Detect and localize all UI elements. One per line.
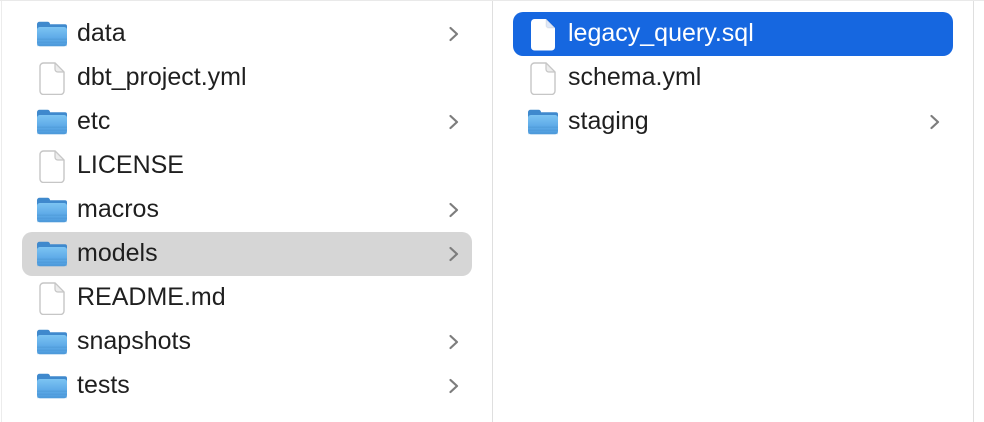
chevron-right-icon xyxy=(449,202,459,218)
folder-icon xyxy=(37,373,67,399)
file-name-label: staging xyxy=(568,108,649,135)
file-row-tests[interactable]: tests xyxy=(22,364,472,408)
file-row-staging[interactable]: staging xyxy=(513,100,953,144)
chevron-wrap xyxy=(447,111,460,133)
folder-icon xyxy=(37,109,67,135)
file-icon-slot xyxy=(36,149,68,183)
file-name-label: snapshots xyxy=(77,328,191,355)
file-row-dbt-project-yml[interactable]: dbt_project.yml xyxy=(22,56,472,100)
file-row-legacy-query-sql[interactable]: legacy_query.sql xyxy=(513,12,953,56)
file-icon-slot xyxy=(36,329,68,355)
file-icon-slot xyxy=(527,61,559,95)
chevron-wrap xyxy=(928,23,941,45)
chevron-right-icon xyxy=(449,246,459,262)
file-row-etc[interactable]: etc xyxy=(22,100,472,144)
file-row-data[interactable]: data xyxy=(22,12,472,56)
file-icon-slot xyxy=(36,197,68,223)
document-icon xyxy=(39,281,65,315)
chevron-right-icon xyxy=(449,378,459,394)
column-divider[interactable] xyxy=(973,1,974,422)
chevron-wrap xyxy=(447,375,460,397)
file-icon-slot xyxy=(527,17,559,51)
file-row-models[interactable]: models xyxy=(22,232,472,276)
chevron-wrap xyxy=(447,287,460,309)
finder-column-left: data xyxy=(2,1,492,422)
file-icon-slot xyxy=(36,373,68,399)
document-icon xyxy=(530,61,556,95)
chevron-wrap xyxy=(447,199,460,221)
folder-icon xyxy=(37,21,67,47)
chevron-wrap xyxy=(928,67,941,89)
chevron-right-icon xyxy=(449,114,459,130)
file-name-label: etc xyxy=(77,108,111,135)
chevron-wrap xyxy=(447,331,460,353)
file-name-label: dbt_project.yml xyxy=(77,64,247,91)
folder-icon xyxy=(37,197,67,223)
file-row-macros[interactable]: macros xyxy=(22,188,472,232)
file-icon-slot xyxy=(36,109,68,135)
document-icon xyxy=(39,149,65,183)
chevron-wrap xyxy=(447,23,460,45)
finder-column-right: legacy_query.sql xyxy=(493,1,973,422)
file-name-label: models xyxy=(77,240,158,267)
chevron-right-icon xyxy=(449,334,459,350)
left-edge-hairline xyxy=(1,1,2,422)
file-icon-slot xyxy=(527,109,559,135)
file-row-license[interactable]: LICENSE xyxy=(22,144,472,188)
file-icon-slot xyxy=(36,241,68,267)
file-row-schema-yml[interactable]: schema.yml xyxy=(513,56,953,100)
file-name-label: data xyxy=(77,20,126,47)
document-icon xyxy=(39,61,65,95)
chevron-right-icon xyxy=(930,114,940,130)
file-row-readme-md[interactable]: README.md xyxy=(22,276,472,320)
folder-icon xyxy=(528,109,558,135)
column-divider[interactable] xyxy=(492,1,493,422)
folder-icon xyxy=(37,329,67,355)
file-row-snapshots[interactable]: snapshots xyxy=(22,320,472,364)
chevron-right-icon xyxy=(449,26,459,42)
file-name-label: tests xyxy=(77,372,130,399)
file-name-label: legacy_query.sql xyxy=(568,20,754,47)
folder-icon xyxy=(37,241,67,267)
file-icon-slot xyxy=(36,21,68,47)
file-name-label: README.md xyxy=(77,284,226,311)
file-name-label: LICENSE xyxy=(77,152,184,179)
file-name-label: schema.yml xyxy=(568,64,702,91)
chevron-wrap xyxy=(928,111,941,133)
chevron-wrap xyxy=(447,155,460,177)
chevron-wrap xyxy=(447,67,460,89)
file-name-label: macros xyxy=(77,196,159,223)
document-icon xyxy=(531,17,556,50)
file-icon-slot xyxy=(36,281,68,315)
file-icon-slot xyxy=(36,61,68,95)
chevron-wrap xyxy=(447,243,460,265)
